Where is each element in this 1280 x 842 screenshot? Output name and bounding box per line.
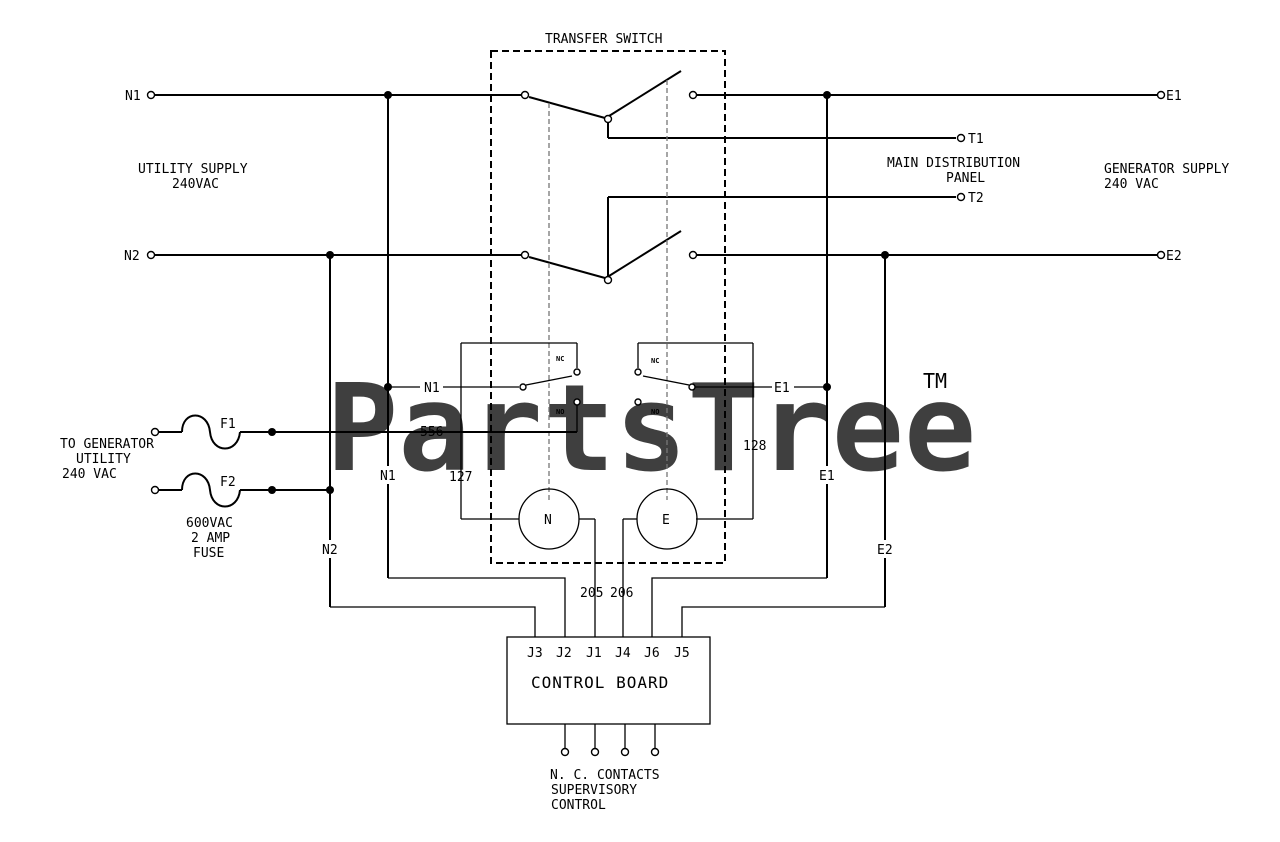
pin-j3: J3 [527, 646, 543, 661]
relay-n-no-label: NO [556, 408, 564, 416]
e1-vertical-label: E1 [819, 469, 835, 484]
nc-contact-3 [620, 747, 630, 757]
terminal-n2 [146, 250, 156, 260]
nc-contact-2 [590, 747, 600, 757]
terminal-e1 [1156, 90, 1166, 100]
pin-j5: J5 [674, 646, 690, 661]
wire-128-label: 128 [743, 439, 766, 454]
e2-vertical-label: E2 [877, 543, 893, 558]
bottom-note-line1: N. C. CONTACTS [550, 768, 660, 783]
terminal-t2 [956, 192, 966, 202]
pin-j4: J4 [615, 646, 631, 661]
main-panel-label-2: PANEL [946, 171, 985, 186]
terminal-n2-label: N2 [124, 249, 140, 264]
pin-j2: J2 [556, 646, 572, 661]
terminal-t1-label: T1 [968, 132, 984, 147]
wire-556-label: 556 [420, 425, 443, 440]
relay-n-nc-label: NC [556, 355, 564, 363]
to-generator-voltage: 240 VAC [62, 467, 117, 482]
coil-e-label: E [662, 513, 670, 528]
terminal-n1-label: N1 [125, 89, 141, 104]
n1-vertical-label: N1 [380, 469, 396, 484]
junction-f1 [268, 428, 276, 436]
junction-n1-relay [384, 383, 392, 391]
pin-j6: J6 [644, 646, 660, 661]
switch2-utility-contact [520, 250, 530, 260]
fuse-f1 [181, 414, 241, 450]
transfer-switch-title: TRANSFER SWITCH [545, 32, 662, 47]
fuse-note-voltage: 600VAC [186, 516, 233, 531]
to-generator-terminal-2 [150, 485, 160, 495]
terminal-t1 [956, 133, 966, 143]
to-generator-label: TO GENERATOR [60, 437, 154, 452]
relay-n-no-contact [573, 398, 581, 406]
relay-e-common [688, 383, 696, 391]
coil-n-label: N [544, 513, 552, 528]
switch1-common [603, 114, 613, 124]
wire-205-label: 205 [580, 586, 603, 601]
to-generator-terminal-1 [150, 427, 160, 437]
control-board-label: CONTROL BOARD [531, 673, 669, 692]
switch1-utility-contact [520, 90, 530, 100]
terminal-e1-label: E1 [1166, 89, 1182, 104]
switch2-generator-contact [688, 250, 698, 260]
terminal-n1 [146, 90, 156, 100]
relay-e-no-contact [634, 398, 642, 406]
watermark-trademark: TM [923, 369, 947, 393]
fuse-f1-label: F1 [220, 417, 236, 432]
wire-127-label: 127 [449, 470, 472, 485]
e1-relay-label: E1 [774, 381, 790, 396]
junction-e1-relay [823, 383, 831, 391]
switch2-common [603, 275, 613, 285]
relay-e-nc-label: NC [651, 357, 659, 365]
relay-e-nc-contact [634, 368, 642, 376]
nc-contact-1 [560, 747, 570, 757]
nc-contact-4 [650, 747, 660, 757]
relay-n-common [519, 383, 527, 391]
utility-supply-voltage: 240VAC [172, 177, 219, 192]
pin-j1: J1 [586, 646, 602, 661]
main-panel-label: MAIN DISTRIBUTION [887, 156, 1020, 171]
utility-supply-label: UTILITY SUPPLY [138, 162, 248, 177]
generator-supply-label: GENERATOR SUPPLY [1104, 162, 1229, 177]
terminal-e2 [1156, 250, 1166, 260]
switch1-generator-contact [688, 90, 698, 100]
fuse-f2-label: F2 [220, 475, 236, 490]
n2-vertical-label: N2 [322, 543, 338, 558]
control-board [506, 636, 711, 725]
wire-206-label: 206 [610, 586, 633, 601]
relay-n-nc-contact [573, 368, 581, 376]
bottom-note-line3: CONTROL [551, 798, 606, 813]
junction-f2 [268, 486, 276, 494]
bottom-note-line2: SUPERVISORY [551, 783, 637, 798]
terminal-e2-label: E2 [1166, 249, 1182, 264]
to-generator-utility: UTILITY [76, 452, 131, 467]
generator-supply-voltage: 240 VAC [1104, 177, 1159, 192]
watermark: PartsTree [326, 360, 976, 499]
fuse-note-amp: 2 AMP [191, 531, 230, 546]
transfer-switch-enclosure [490, 50, 726, 564]
relay-e-no-label: NO [651, 408, 659, 416]
n1-relay-label: N1 [424, 381, 440, 396]
junction-f2-n2 [326, 486, 334, 494]
control-board-pins: J3 J2 J1 J4 J6 J5 [527, 646, 690, 661]
fuse-f2 [181, 472, 241, 508]
fuse-note-fuse: FUSE [193, 546, 224, 561]
terminal-t2-label: T2 [968, 191, 984, 206]
